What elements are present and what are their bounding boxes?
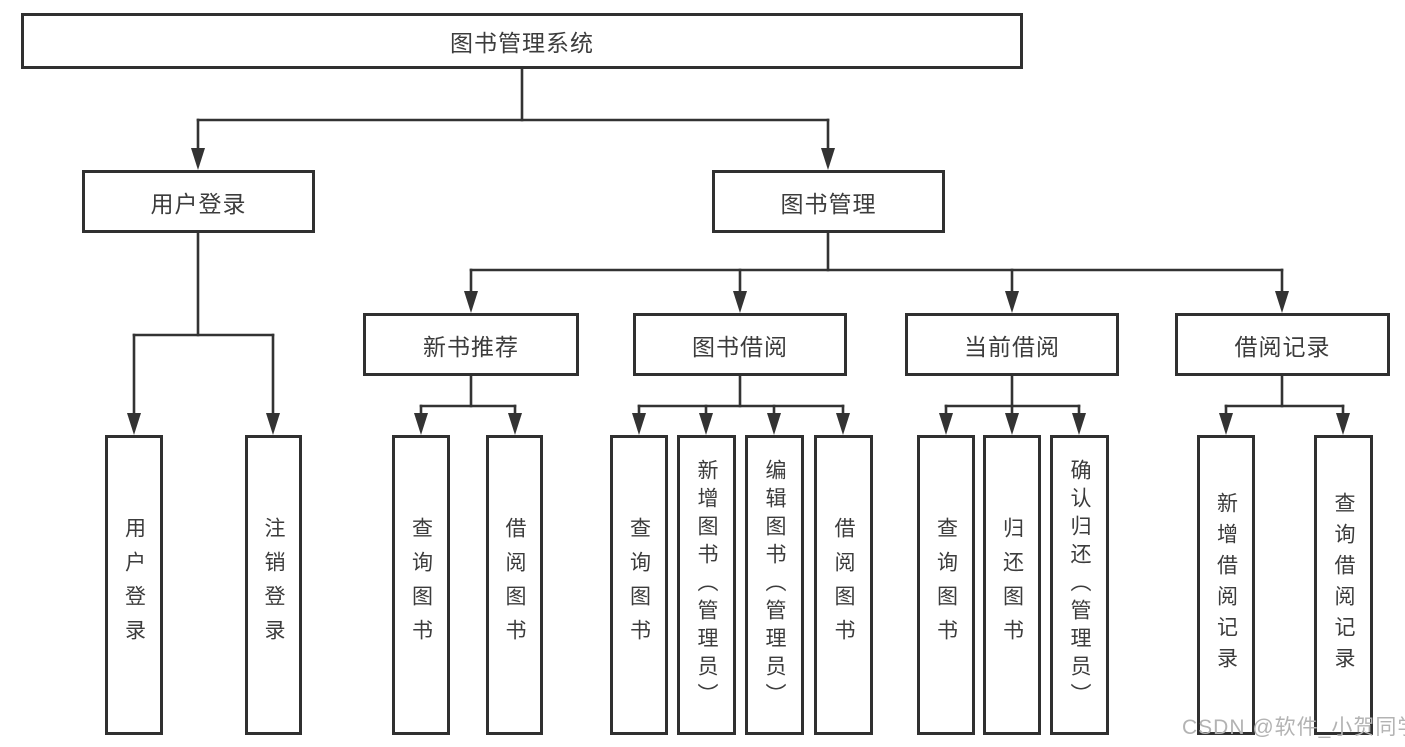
connector-root-to-level2 — [191, 67, 835, 170]
leaf-logout-label: 注销登录 — [262, 517, 285, 653]
node-user-login: 用户登录 — [82, 170, 315, 233]
node-borrow-record-label: 借阅记录 — [1234, 333, 1331, 360]
leaf-rec-borrow-book: 借阅图书 — [486, 435, 543, 735]
leaf-bb-add-book-label: 新增图书（管理员） — [695, 459, 718, 711]
connector-user-login — [127, 231, 280, 435]
leaf-br-query-record: 查询借阅记录 — [1314, 435, 1373, 735]
node-root: 图书管理系统 — [21, 13, 1023, 69]
leaf-bb-edit-book: 编辑图书（管理员） — [745, 435, 804, 735]
node-book-borrow-label: 图书借阅 — [692, 333, 788, 360]
connector-borrow-record — [1219, 374, 1350, 435]
leaf-cb-query-book: 查询图书 — [917, 435, 975, 735]
node-book-management-label: 图书管理 — [780, 190, 877, 217]
connector-new-book-recommend — [414, 374, 522, 435]
node-book-borrow: 图书借阅 — [633, 313, 847, 376]
node-new-book-recommend-label: 新书推荐 — [423, 333, 519, 360]
leaf-br-add-record: 新增借阅记录 — [1197, 435, 1255, 735]
connector-current-borrow — [939, 374, 1086, 435]
node-current-borrow-label: 当前借阅 — [964, 333, 1060, 360]
leaf-rec-query-book: 查询图书 — [392, 435, 450, 735]
connector-book-management — [464, 231, 1289, 313]
leaf-user-login-label: 用户登录 — [122, 517, 146, 653]
node-root-label: 图书管理系统 — [450, 30, 594, 56]
leaf-bb-query-book-label: 查询图书 — [627, 517, 651, 653]
node-book-management: 图书管理 — [712, 170, 945, 233]
leaf-bb-edit-book-label: 编辑图书（管理员） — [763, 459, 786, 711]
leaf-rec-borrow-book-label: 借阅图书 — [503, 517, 526, 653]
connector-book-borrow — [632, 374, 850, 435]
leaf-cb-confirm-return: 确认归还（管理员） — [1050, 435, 1109, 735]
leaf-bb-borrow-book: 借阅图书 — [814, 435, 873, 735]
leaf-logout: 注销登录 — [245, 435, 302, 735]
leaf-bb-query-book: 查询图书 — [610, 435, 668, 735]
node-current-borrow: 当前借阅 — [905, 313, 1119, 376]
leaf-br-query-record-label: 查询借阅记录 — [1332, 492, 1355, 678]
leaf-cb-query-book-label: 查询图书 — [934, 517, 958, 653]
node-new-book-recommend: 新书推荐 — [363, 313, 579, 376]
leaf-cb-confirm-return-label: 确认归还（管理员） — [1068, 459, 1091, 711]
node-user-login-label: 用户登录 — [150, 190, 247, 217]
leaf-rec-query-book-label: 查询图书 — [409, 517, 433, 653]
leaf-cb-return-book: 归还图书 — [983, 435, 1041, 735]
csdn-watermark: CSDN @软件_小贺同学 — [1182, 716, 1405, 739]
leaf-cb-return-book-label: 归还图书 — [1000, 517, 1024, 653]
leaf-br-add-record-label: 新增借阅记录 — [1214, 492, 1238, 678]
leaf-bb-add-book: 新增图书（管理员） — [677, 435, 736, 735]
leaf-bb-borrow-book-label: 借阅图书 — [832, 517, 855, 653]
leaf-user-login: 用户登录 — [105, 435, 163, 735]
node-borrow-record: 借阅记录 — [1175, 313, 1390, 376]
